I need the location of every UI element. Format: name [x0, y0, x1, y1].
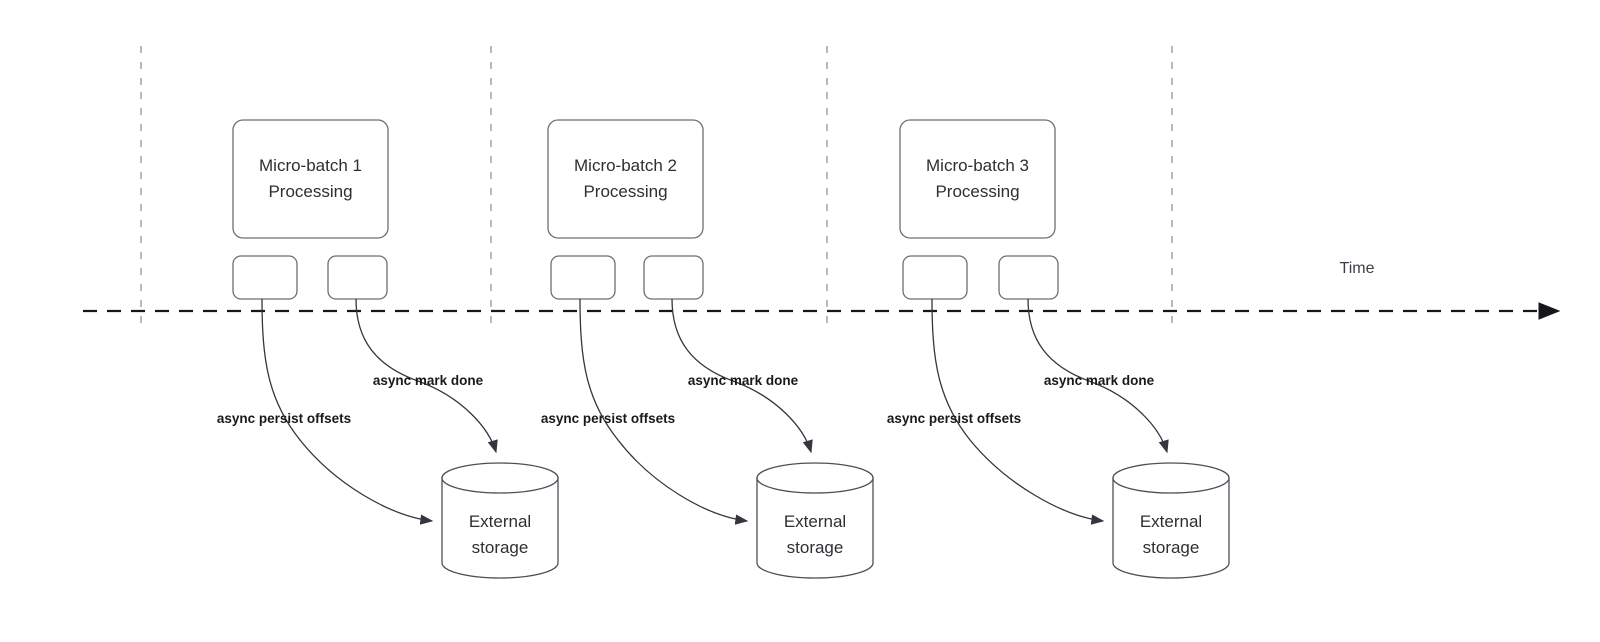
external-storage-label-1-line1: External [469, 512, 531, 531]
time-axis: Time [83, 260, 1561, 320]
edge-label-persist-offsets-1: async persist offsets [217, 411, 351, 426]
task-box-3b[interactable] [998, 255, 1059, 300]
external-storage-label-3-line1: External [1140, 512, 1202, 531]
micro-batch-box-1[interactable] [232, 119, 389, 239]
task-box-1b[interactable] [327, 255, 388, 300]
time-axis-label: Time [1340, 260, 1375, 277]
group-2: Micro-batch 2 Processing External storag… [541, 119, 874, 579]
tick-lines-group [140, 46, 1173, 330]
micro-batch-label-1-line2: Processing [268, 182, 352, 201]
task-box-2a[interactable] [550, 255, 616, 300]
edge-label-mark-done-1: async mark done [373, 373, 484, 388]
edge-label-mark-done-2: async mark done [688, 373, 799, 388]
micro-batch-label-1-line1: Micro-batch 1 [259, 156, 362, 175]
edge-label-persist-offsets-2: async persist offsets [541, 411, 675, 426]
edge-label-mark-done-3: async mark done [1044, 373, 1155, 388]
external-storage-label-2-line1: External [784, 512, 846, 531]
edge-mark-done-2 [671, 298, 813, 454]
micro-batch-box-2[interactable] [547, 119, 704, 239]
external-storage-2[interactable]: External storage [756, 462, 874, 579]
group-1: Micro-batch 1 Processing External storag… [217, 119, 559, 579]
external-storage-label-2-line2: storage [787, 538, 844, 557]
micro-batch-label-3-line1: Micro-batch 3 [926, 156, 1029, 175]
edge-mark-done-3 [1027, 298, 1169, 454]
edge-label-persist-offsets-3: async persist offsets [887, 411, 1021, 426]
edge-persist-offsets-1 [261, 298, 434, 525]
micro-batch-label-2-line1: Micro-batch 2 [574, 156, 677, 175]
external-storage-label-1-line2: storage [472, 538, 529, 557]
edge-persist-offsets-2 [579, 298, 749, 525]
edge-persist-offsets-3 [931, 298, 1105, 525]
group-3: Micro-batch 3 Processing External storag… [887, 119, 1230, 579]
task-box-3a[interactable] [902, 255, 968, 300]
micro-batch-label-3-line2: Processing [935, 182, 1019, 201]
external-storage-label-3-line2: storage [1143, 538, 1200, 557]
task-box-1a[interactable] [232, 255, 298, 300]
micro-batch-box-3[interactable] [899, 119, 1056, 239]
edge-mark-done-1 [355, 298, 498, 454]
task-box-2b[interactable] [643, 255, 704, 300]
external-storage-1[interactable]: External storage [441, 462, 559, 579]
external-storage-3[interactable]: External storage [1112, 462, 1230, 579]
micro-batch-label-2-line2: Processing [583, 182, 667, 201]
